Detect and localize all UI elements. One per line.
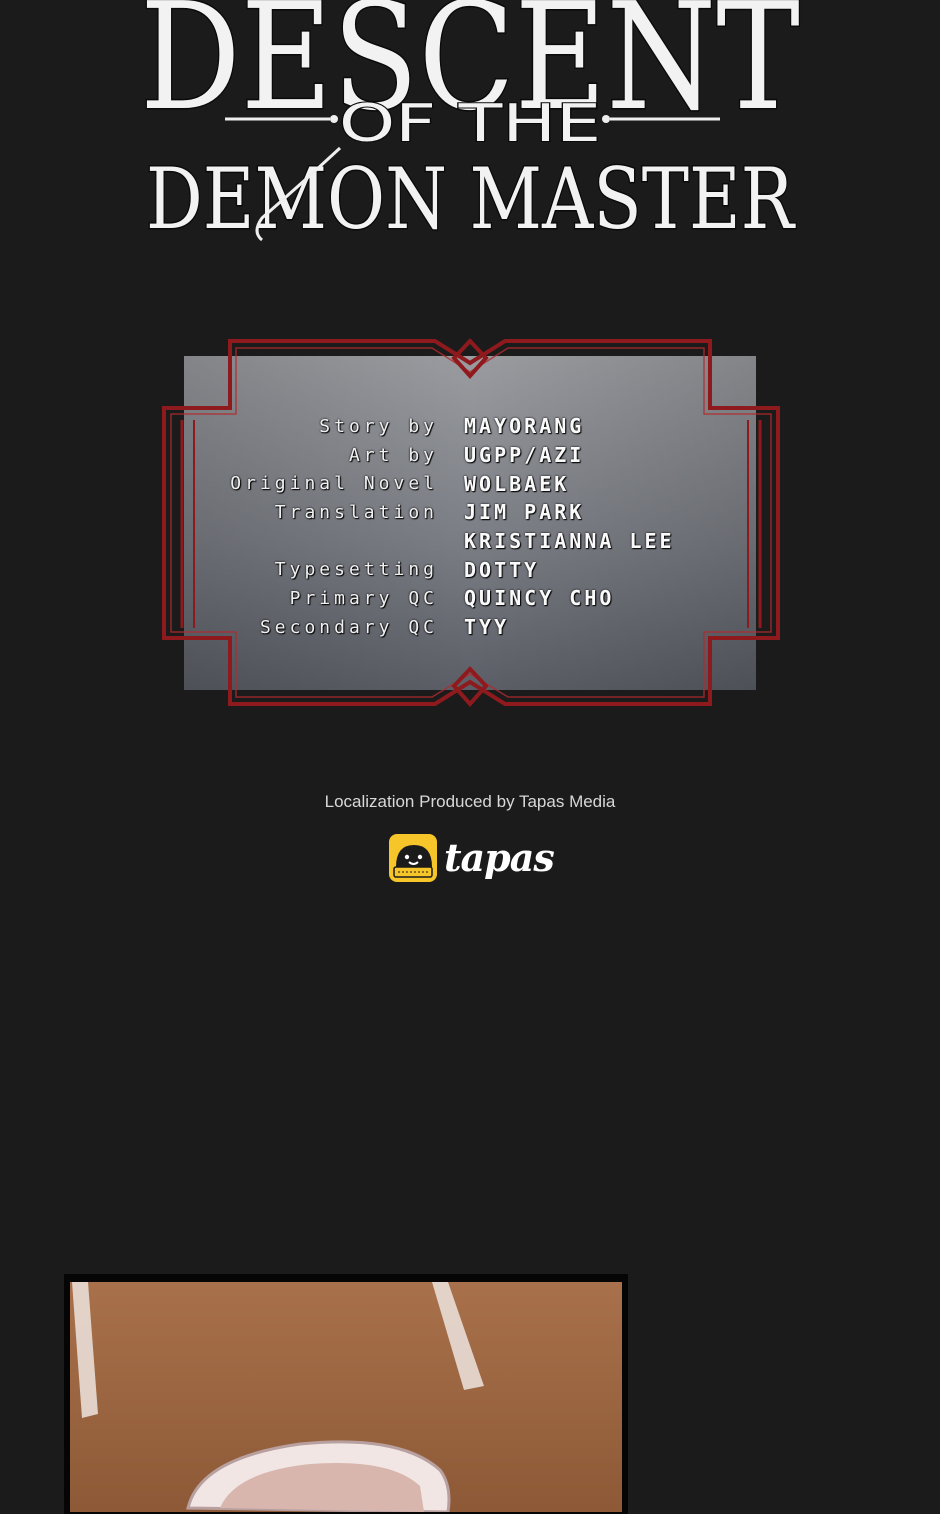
- credit-row: Translation JIM PARK: [160, 498, 782, 527]
- title-line-demon-master: DEMON MASTER: [146, 150, 796, 248]
- credit-role: Original Novel: [230, 473, 438, 495]
- credits-plate: Story by MAYORANG Art by UGPP/AZI Origin…: [160, 336, 782, 716]
- credit-row: Typesetting DOTTY: [160, 555, 782, 584]
- title-line-of-the: OF THE: [339, 94, 601, 154]
- credit-name: WOLBAEK: [464, 471, 570, 496]
- credit-row: Original Novel WOLBAEK: [160, 469, 782, 498]
- credit-role: Translation: [274, 501, 438, 523]
- credit-row: Art by UGPP/AZI: [160, 441, 782, 470]
- credit-role: Art by: [348, 444, 438, 466]
- credit-name: DOTTY: [464, 557, 540, 582]
- series-title-logo: DESCENT OF THE DEMON MASTER: [0, 0, 940, 260]
- credit-role: Primary QC: [289, 587, 438, 609]
- credit-name: TYY: [464, 615, 510, 640]
- tapas-wordmark: tapas: [444, 835, 555, 880]
- credit-name: KRISTIANNA LEE: [464, 529, 675, 554]
- credits-list: Story by MAYORANG Art by UGPP/AZI Origin…: [160, 412, 782, 642]
- credit-row: Story by MAYORANG: [160, 412, 782, 441]
- credit-row: Primary QC QUINCY CHO: [160, 584, 782, 613]
- credit-name: QUINCY CHO: [464, 586, 615, 611]
- tapas-logo: tapas: [388, 832, 555, 884]
- credit-role: Typesetting: [274, 559, 438, 581]
- credit-name: JIM PARK: [464, 500, 585, 525]
- credit-row: Secondary QC TYY: [160, 613, 782, 642]
- credit-role: Story by: [319, 415, 438, 437]
- credit-name: MAYORANG: [464, 414, 585, 439]
- credit-role: Secondary QC: [259, 616, 438, 638]
- tapas-mascot-icon: [389, 834, 437, 882]
- credit-name: UGPP/AZI: [464, 443, 585, 468]
- comic-panel: [64, 1274, 628, 1514]
- credit-row: KRISTIANNA LEE: [160, 527, 782, 556]
- localization-credit: Localization Produced by Tapas Media: [324, 792, 616, 811]
